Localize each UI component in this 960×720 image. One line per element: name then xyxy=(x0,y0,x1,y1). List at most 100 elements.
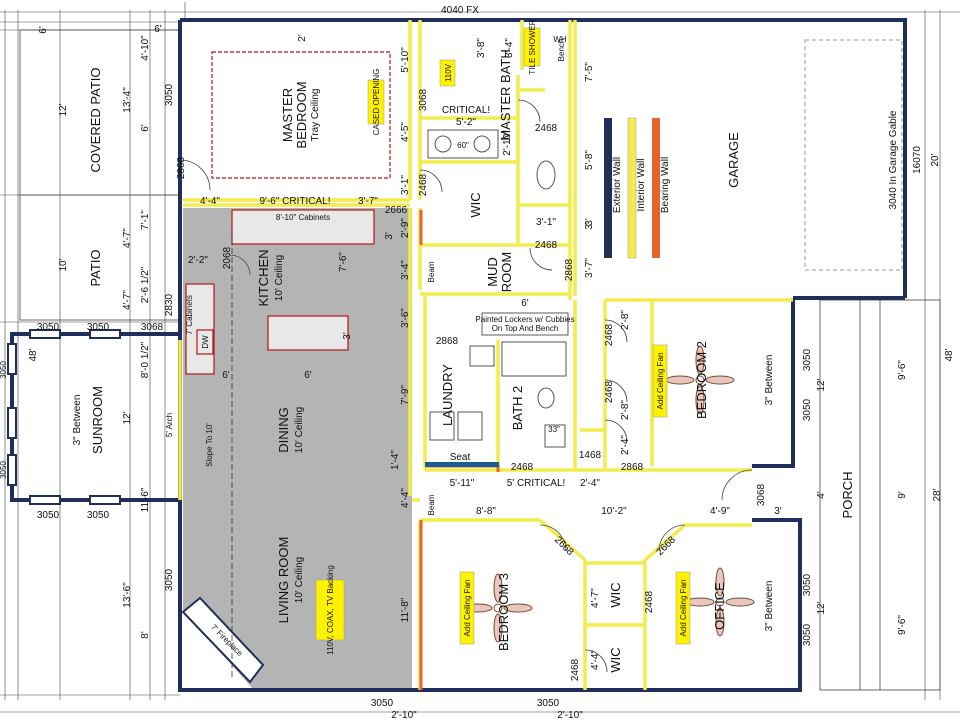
dim-4-9: 4'-9" xyxy=(710,506,730,517)
dim-16070: 16070 xyxy=(912,146,923,174)
dim-2468-bed2a: 2468 xyxy=(604,323,615,346)
legend-swatch-exterior xyxy=(604,118,612,258)
critical-master-bath: CRITICAL! xyxy=(442,105,490,116)
dim-sun-top-2: 3050 xyxy=(87,322,110,333)
dim-6: 6' xyxy=(38,26,49,34)
dw-label: DW xyxy=(201,335,210,349)
dim-4-porch: 4' xyxy=(816,491,827,499)
dim-48b: 48' xyxy=(944,348,955,361)
garage-door-outline xyxy=(804,39,903,271)
porch-outline xyxy=(819,299,941,691)
legend-bearing: Bearing Wall xyxy=(660,157,671,213)
dim-5-10: 5'-10" xyxy=(400,47,411,73)
dim-3-dining: 3' xyxy=(342,332,353,340)
dim-4-4: 4'-4" xyxy=(200,196,220,207)
dining-ceiling: 10' Ceiling xyxy=(294,407,305,453)
dim-4-5: 4'-5" xyxy=(400,122,411,142)
dim-7-1: 7'-1" xyxy=(140,210,151,230)
dim-3-wic: 3' xyxy=(584,218,595,226)
dim-2468-wic3: 2468 xyxy=(570,658,581,681)
sunroom-windows xyxy=(7,329,121,505)
dim-3068-porch: 3068 xyxy=(756,483,767,506)
room-master-bath: MASTER BATH xyxy=(498,49,513,141)
dim-4-4b: 4'-4" xyxy=(400,488,411,508)
bedroom2-note: 3" Between xyxy=(764,355,775,406)
room-master-ceiling: Tray Ceiling xyxy=(310,89,321,142)
dim-sun-bot-2: 3050 xyxy=(87,510,110,521)
dim-4-7wic: 4'-7" xyxy=(590,588,601,608)
callout-cased-opening: CASED OPENING xyxy=(367,69,385,136)
legend-swatch-interior xyxy=(627,117,637,259)
room-kitchen: KITCHEN xyxy=(256,249,271,306)
fireplace xyxy=(181,596,265,684)
dim-48a: 48' xyxy=(28,348,39,361)
dim-2-6: 2'-6 1/2" xyxy=(140,266,151,303)
dim-4-7b: 4'-7" xyxy=(122,290,133,310)
dim-6-mud: 6' xyxy=(521,298,529,309)
dim-3050-bed2b: 3050 xyxy=(802,398,813,421)
dim-2-4: 2'-4" xyxy=(620,435,631,455)
dim-3-7g: 3'-7" xyxy=(584,258,595,278)
legend-interior: Interior Wall xyxy=(636,159,647,212)
dim-2868-laundry: 2868 xyxy=(436,336,459,347)
dim-2-10: 2'-10" xyxy=(502,130,513,156)
room-bedroom2: BEDROOM 2 xyxy=(694,341,709,419)
room-dining: DINING xyxy=(276,407,291,453)
dim-3-porch: 3' xyxy=(774,506,782,517)
svg-text:CASED OPENING: CASED OPENING xyxy=(372,69,381,136)
dim-2668-bed3: 2668 xyxy=(552,534,576,558)
dim-6-kitchen2: 6' xyxy=(304,370,312,381)
dim-2468-bed2b: 2468 xyxy=(604,380,615,403)
dim-2-4b: 2'-4" xyxy=(580,478,600,489)
dim-20: 20' xyxy=(930,153,941,166)
callout-ceiling-fan-office: Add Ceiling Fan xyxy=(675,571,691,645)
dim-6-kitchen: 6' xyxy=(222,370,230,381)
room-bedroom3: BEDROOM 3 xyxy=(496,573,511,651)
slope-label: Slope To 10' xyxy=(205,423,214,467)
dimension-labels: 4040 FX 6' 12' 10' 48' 3050 3050 4'-10" … xyxy=(0,5,955,720)
lockers-box xyxy=(481,312,569,336)
dim-2468-wic: 2468 xyxy=(535,240,558,251)
dim-5-crit: 5' CRITICAL! xyxy=(507,478,566,489)
dim-8: 8' xyxy=(140,631,151,639)
dim-2868-bed2: 2868 xyxy=(621,462,644,473)
dim-2468-bath: 2468 xyxy=(535,123,558,134)
dim-w2868-patio: 2868 xyxy=(176,156,187,179)
bath-fixtures xyxy=(427,129,567,448)
dim-9-6b: 9'-6" xyxy=(897,615,908,635)
room-wic-bed3: WIC xyxy=(608,647,623,672)
room-bath2: BATH 2 xyxy=(510,386,525,431)
legend-swatch-bearing xyxy=(652,118,660,258)
dim-13-4: 13'-4" xyxy=(122,87,133,113)
dim-3050-office: 3050 xyxy=(802,573,813,596)
lockers-note-1: Painted Lockers w/ Cubbies xyxy=(475,315,574,324)
kitchen-ceiling: 10' Ceiling xyxy=(274,255,285,301)
svg-text:Add Ceiling Fan: Add Ceiling Fan xyxy=(679,580,688,637)
dim-2868-mud: 2868 xyxy=(564,258,575,281)
room-garage: GARAGE xyxy=(726,132,741,188)
dim-4-10: 4'-10" xyxy=(140,35,151,61)
room-seat: Seat xyxy=(450,452,471,463)
callout-tile-shower: TILE SHOWER xyxy=(523,19,541,75)
room-master-bedroom-2: BEDROOM xyxy=(294,81,309,148)
dim-10-2: 10'-2" xyxy=(601,506,627,517)
dim-3-6: 3'-6" xyxy=(400,308,411,328)
dim-3-7: 3'-7" xyxy=(358,196,378,207)
dim-8-8: 8'-8" xyxy=(476,506,496,517)
dim-3050-office2: 3050 xyxy=(802,623,813,646)
dim-2468-wic2: 2468 xyxy=(644,590,655,613)
dim-5-2: 5'-2" xyxy=(456,117,476,128)
dim-4-7: 4'-7" xyxy=(122,228,133,248)
dim-1-4: 1'-4" xyxy=(390,450,401,470)
room-patio: PATIO xyxy=(88,249,103,286)
svg-text:TILE SHOWER: TILE SHOWER xyxy=(528,19,537,74)
sink-label: 60" xyxy=(457,141,469,150)
dim-3-1: 3'-1" xyxy=(400,175,411,195)
dim-top-window: 4040 FX xyxy=(441,5,479,16)
kitchen-cabinets xyxy=(185,209,375,375)
dim-12-bed2: 12' xyxy=(816,378,827,391)
beam-label-2: Beam xyxy=(427,494,436,515)
dim-8-0: 8'-0 1/2" xyxy=(140,341,151,378)
dim-3-8: 3'-8" xyxy=(476,38,487,58)
dim-12b: 12' xyxy=(122,411,133,424)
